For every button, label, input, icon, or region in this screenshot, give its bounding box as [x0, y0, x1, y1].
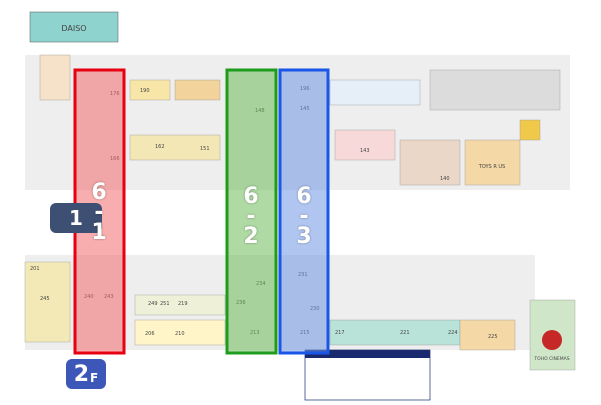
- store-block[interactable]: [429, 69, 561, 111]
- store-block[interactable]: [134, 319, 226, 346]
- zone-char: 6: [296, 184, 312, 209]
- store-number: 219: [178, 301, 188, 307]
- zone-char: -: [299, 204, 309, 229]
- zone-char: 3: [296, 224, 312, 249]
- store-block[interactable]: [519, 119, 541, 141]
- zone-6-2[interactable]: [225, 68, 278, 355]
- floor-2-label: 2: [73, 361, 90, 387]
- info-panel-header: [305, 350, 430, 358]
- daiso-label: DAISO: [61, 24, 86, 33]
- store-number: 251: [160, 301, 170, 307]
- store-number: 140: [440, 176, 450, 182]
- store-block[interactable]: [39, 54, 71, 101]
- store-block[interactable]: [134, 294, 226, 316]
- store-block[interactable]: [129, 134, 221, 161]
- zone-char: 2: [243, 224, 259, 249]
- zone-char: -: [94, 200, 104, 225]
- store-block[interactable]: [329, 79, 421, 106]
- store-block[interactable]: [174, 79, 221, 101]
- toys-label: TOYS R US: [478, 164, 505, 170]
- store-number: 190: [140, 88, 150, 94]
- zone-char: -: [246, 204, 256, 229]
- zone-char: 6: [243, 184, 259, 209]
- zone-6-1-label: 6 - 1: [90, 180, 108, 245]
- store-number: 245: [40, 296, 50, 302]
- store-number: 221: [400, 330, 410, 336]
- info-panel: [304, 349, 431, 401]
- store-block[interactable]: [464, 139, 521, 186]
- store-number: 224: [448, 330, 458, 336]
- store-number: 151: [200, 146, 210, 152]
- cinema-logo: [542, 330, 562, 350]
- store-number: 206: [145, 331, 155, 337]
- zone-6-2-label: 6 - 2: [242, 184, 260, 249]
- floor-1-label: 1: [69, 206, 83, 230]
- store-number: 162: [155, 144, 165, 150]
- store-block[interactable]: [334, 129, 396, 161]
- store-number: 201: [30, 266, 40, 272]
- store-block[interactable]: [329, 319, 461, 346]
- store-number: 143: [360, 148, 370, 154]
- zone-6-3[interactable]: [278, 68, 330, 355]
- store-block[interactable]: [24, 261, 71, 343]
- floor-1-badge[interactable]: 1: [50, 203, 102, 233]
- store-number: 210: [175, 331, 185, 337]
- store-block[interactable]: [459, 319, 516, 351]
- store-block[interactable]: [129, 79, 171, 101]
- store-number: 225: [488, 334, 498, 340]
- zone-char: 6: [91, 180, 107, 205]
- floor-2-suffix: F: [90, 371, 99, 385]
- daiso-store[interactable]: [29, 11, 119, 43]
- zone-char: 1: [91, 220, 107, 245]
- zone-6-3-label: 6 - 3: [295, 184, 313, 249]
- store-number: 217: [335, 330, 345, 336]
- store-block[interactable]: [399, 139, 461, 186]
- cinema-label: TOHO CINEMAS: [533, 356, 569, 362]
- store-number: 249: [148, 301, 158, 307]
